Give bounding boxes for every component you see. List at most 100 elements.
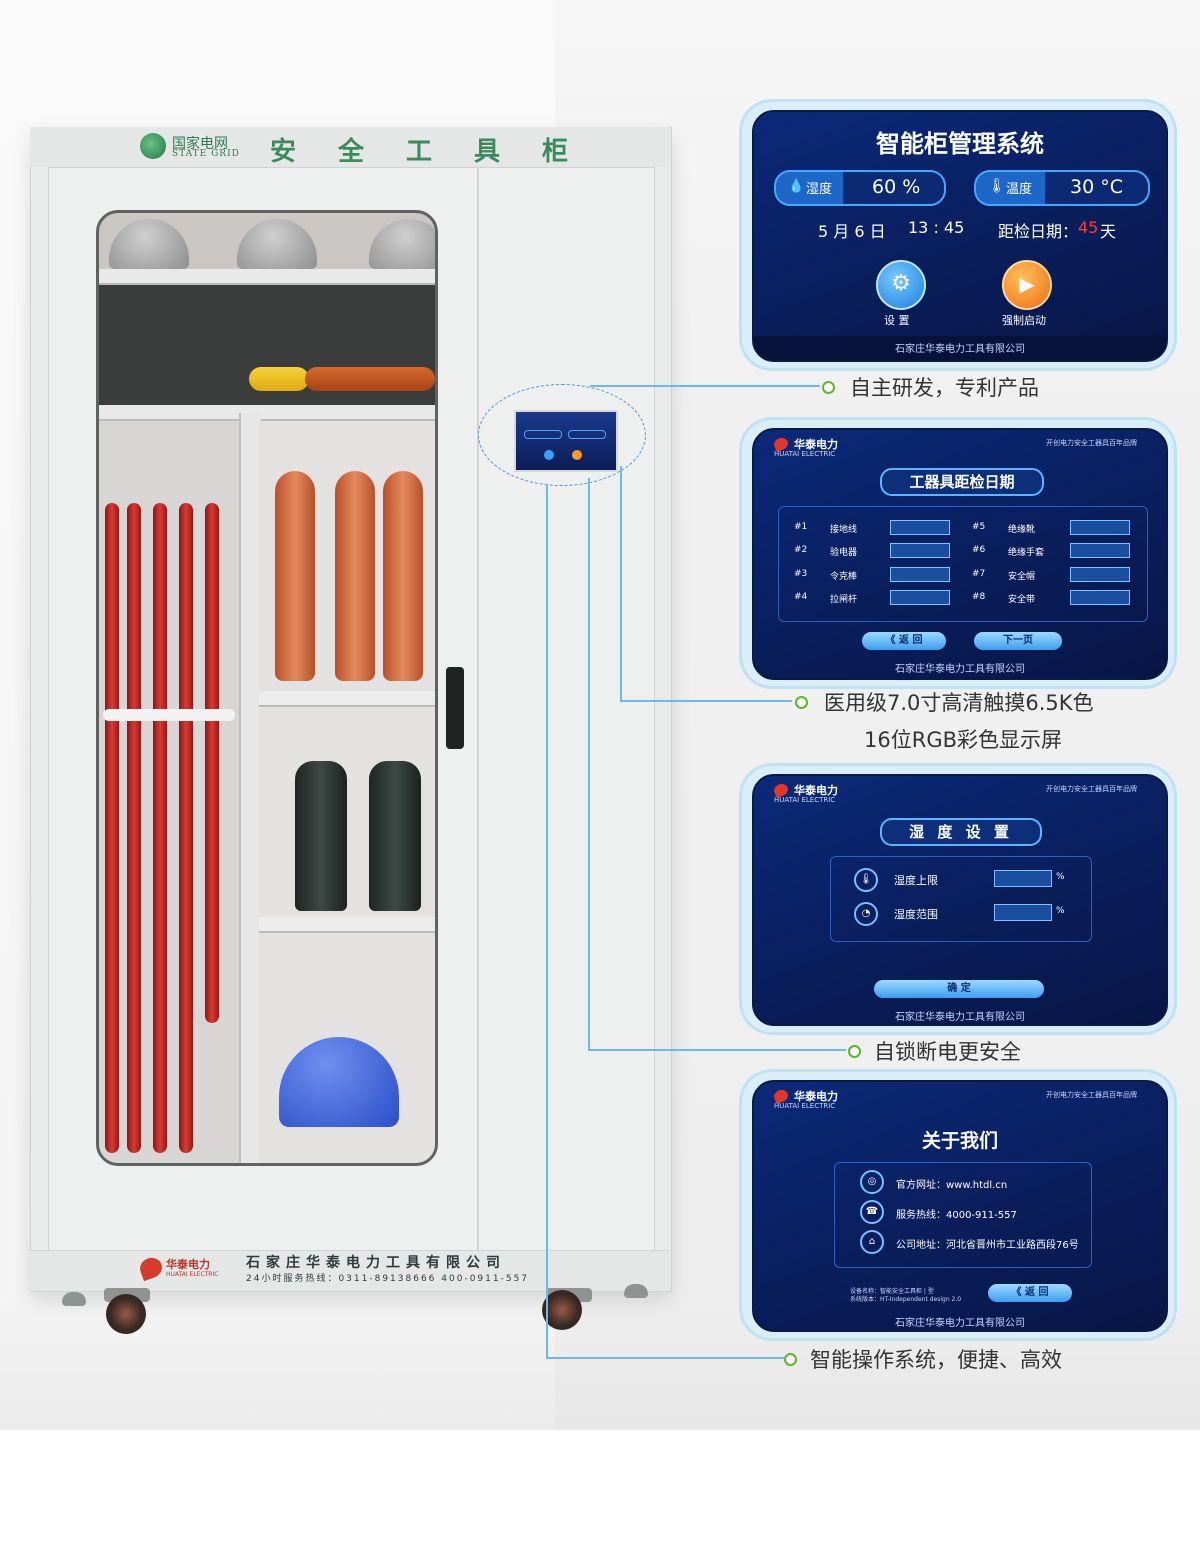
- screen2-tagline: 开创电力安全工器具百年品牌: [1046, 439, 1137, 447]
- tool-date-field[interactable]: [890, 543, 950, 558]
- blue-safety-helmet-icon: [279, 1037, 399, 1127]
- compartment-divider: [239, 413, 261, 1163]
- temperature-label: 温度: [1006, 182, 1033, 197]
- screen-inspection-dates: 华泰电力 HUATAI ELECTRIC 开创电力安全工器具百年品牌 工器具距检…: [752, 428, 1168, 680]
- screen3-brand-en: HUATAI ELECTRIC: [774, 796, 836, 804]
- screen3-footer: 石家庄华泰电力工具有限公司: [895, 1012, 1025, 1023]
- tool-num: #5: [972, 522, 986, 532]
- force-start-button[interactable]: ▶: [1002, 260, 1052, 310]
- address-text: 公司地址：河北省晋州市工业路西段76号: [896, 1240, 1079, 1251]
- tool-date-field[interactable]: [890, 520, 950, 535]
- tool-date-field[interactable]: [1070, 567, 1130, 582]
- feature-2-line1: 医用级7.0寸高清触摸6.5K色: [824, 691, 1094, 715]
- tool-num: #6: [972, 545, 986, 555]
- rod-holder: [103, 709, 235, 721]
- temperature-pill: 🌡 温度 30 °C: [974, 170, 1150, 206]
- grey-helmet-icon: [369, 219, 435, 269]
- date-display: 5 月 6 日: [818, 222, 886, 241]
- humidity-range-input[interactable]: [994, 904, 1052, 921]
- humidity-settings-box: [830, 856, 1092, 942]
- tool-num: #8: [972, 592, 986, 602]
- settings-label: 设 置: [884, 314, 910, 327]
- back-button[interactable]: 《 返 回: [988, 1284, 1072, 1302]
- tool-name: 接地线: [830, 525, 858, 535]
- shelf: [99, 269, 435, 285]
- connector-line-4: [546, 1357, 784, 1359]
- screen-humidity-settings: 华泰电力 HUATAI ELECTRIC 开创电力安全工器具百年品牌 湿 度 设…: [752, 774, 1168, 1026]
- phone-icon: ☎: [860, 1200, 884, 1224]
- tool-name: 拉闸杆: [830, 595, 858, 605]
- insulating-boot: [295, 761, 347, 911]
- confirm-button[interactable]: 确 定: [874, 980, 1044, 998]
- humidity-upper-input[interactable]: [994, 870, 1052, 887]
- ground-rod: [179, 503, 193, 1153]
- hotline-text: 服务热线：4000-911-557: [896, 1210, 1017, 1221]
- tool-num: #7: [972, 569, 986, 579]
- cabinet-footer: [30, 1250, 670, 1291]
- feature-2-line2: 16位RGB彩色显示屏: [864, 728, 1062, 752]
- door-lock-handle[interactable]: [446, 667, 464, 749]
- shelf: [259, 917, 435, 933]
- connector-line-1: [590, 385, 820, 387]
- tool-date-field[interactable]: [1070, 543, 1130, 558]
- website-text: 官方网址：www.htdl.cn: [896, 1180, 1008, 1191]
- feature-3: 自锁断电更安全: [874, 1040, 1021, 1064]
- grey-helmet-icon: [237, 219, 317, 269]
- screen1-footer: 石家庄华泰电力工具有限公司: [895, 344, 1025, 355]
- screen1-title: 智能柜管理系统: [876, 130, 1044, 158]
- tool-name: 安全帽: [1008, 572, 1036, 582]
- inspection-unit: 天: [1100, 222, 1117, 241]
- percent-unit: %: [1056, 872, 1065, 882]
- screen2-brand: 华泰电力: [794, 438, 838, 451]
- insulating-boot: [369, 761, 421, 911]
- inspection-label: 距检日期：: [998, 222, 1079, 241]
- tool-name: 绝缘手套: [1008, 548, 1045, 558]
- screen-main-system: 智能柜管理系统 💧 湿度 60 % 🌡 温度 30 °C 5 月 6 日 13 …: [752, 110, 1168, 362]
- connector-line-3: [588, 1049, 846, 1051]
- tool-name: 绝缘靴: [1008, 525, 1036, 535]
- back-button[interactable]: 《 返 回: [862, 632, 946, 650]
- grey-helmet-icon: [109, 219, 189, 269]
- thermometer-icon: 🌡: [988, 178, 1006, 194]
- settings-button[interactable]: ⚙: [876, 260, 926, 310]
- shelf: [99, 405, 435, 421]
- state-grid-logo-icon: [140, 133, 166, 159]
- insulating-glove: [275, 471, 315, 681]
- screen-highlight-ellipse: [478, 384, 646, 486]
- screen4-footer: 石家庄华泰电力工具有限公司: [895, 1318, 1025, 1329]
- tool-date-field[interactable]: [890, 567, 950, 582]
- company-name: 石家庄华泰电力工具有限公司: [246, 1255, 506, 1271]
- next-page-button[interactable]: 下一页: [974, 632, 1062, 650]
- tool-date-field[interactable]: [1070, 520, 1130, 535]
- huatai-brand-en: HUATAI ELECTRIC: [166, 1271, 219, 1278]
- insulating-glove: [383, 471, 423, 681]
- play-icon: ▶: [1019, 272, 1035, 296]
- cabinet-door-right: [478, 167, 655, 1252]
- connector-line-4-vertical: [546, 484, 548, 1358]
- device-name: 设备名称：智能安全工具柜 | 型: [850, 1288, 934, 1295]
- electroscope-head: [249, 367, 309, 391]
- screen3-brand: 华泰电力: [794, 784, 838, 797]
- electroscope-rod: [305, 367, 435, 391]
- location-icon: ⌂: [860, 1230, 884, 1254]
- connector-line-2-vertical: [620, 466, 622, 700]
- humidity-upper-label: 湿度上限: [894, 874, 938, 887]
- tool-name: 安全带: [1008, 595, 1036, 605]
- tool-name: 令克棒: [830, 572, 858, 582]
- humidity-value: 60 %: [872, 176, 921, 198]
- huatai-brand: 华泰电力: [166, 1258, 210, 1271]
- ground-rod: [105, 503, 119, 1153]
- ground-rod: [205, 503, 219, 1023]
- bullet-icon: [848, 1045, 861, 1058]
- screen-about-us: 华泰电力 HUATAI ELECTRIC 开创电力安全工器具百年品牌 关于我们 …: [752, 1080, 1168, 1332]
- shelf: [259, 691, 435, 707]
- screen4-tagline: 开创电力安全工器具百年品牌: [1046, 1091, 1137, 1099]
- tool-list-box: [778, 506, 1148, 622]
- screen4-title: 关于我们: [921, 1130, 998, 1152]
- screen2-footer: 石家庄华泰电力工具有限公司: [895, 664, 1025, 675]
- screen3-tagline: 开创电力安全工器具百年品牌: [1046, 785, 1137, 793]
- ground-rod: [127, 503, 141, 1153]
- company-hotline: 24小时服务热线：0311-89138666 400-0911-557: [246, 1274, 530, 1284]
- tool-date-field[interactable]: [1070, 590, 1130, 605]
- tool-date-field[interactable]: [890, 590, 950, 605]
